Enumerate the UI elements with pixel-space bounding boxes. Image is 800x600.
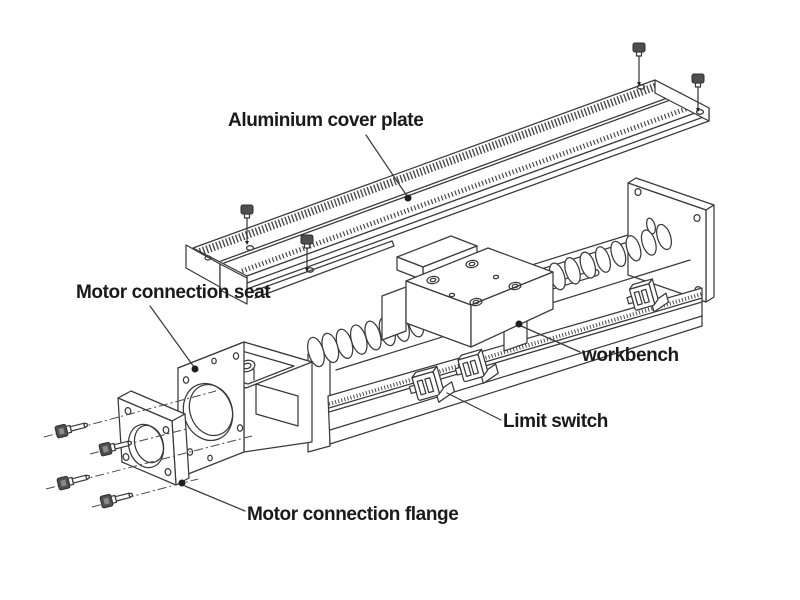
cover-screw bbox=[301, 235, 313, 272]
knurled-strip bbox=[242, 103, 702, 271]
cover-screw bbox=[633, 43, 645, 86]
socket-screw bbox=[55, 419, 89, 438]
aluminium-cover-plate bbox=[186, 43, 709, 304]
socket-screw bbox=[100, 489, 134, 508]
knurled-strip bbox=[200, 85, 660, 252]
label-workbench: workbench bbox=[582, 345, 679, 366]
limit-switches bbox=[406, 276, 670, 408]
ball-screw bbox=[305, 223, 675, 369]
label-motor-connection-flange: Motor connection flange bbox=[247, 504, 459, 525]
motor-connection-seat bbox=[176, 342, 312, 478]
leader-limit-switch bbox=[447, 393, 501, 420]
socket-screw bbox=[99, 437, 133, 456]
cover-screw bbox=[241, 205, 253, 245]
base-front-face bbox=[328, 288, 702, 444]
cover-screw bbox=[692, 74, 704, 112]
label-motor-connection-seat: Motor connection seat bbox=[76, 282, 271, 303]
label-aluminium-cover-plate: Aluminium cover plate bbox=[228, 110, 424, 131]
leader-motor-flange bbox=[185, 486, 245, 511]
leader-motor-seat bbox=[150, 306, 194, 367]
socket-screw bbox=[57, 471, 91, 490]
limit-switch-2 bbox=[452, 347, 500, 390]
label-limit-switch: Limit switch bbox=[503, 411, 608, 432]
motor-connection-flange bbox=[118, 391, 189, 485]
limit-switch-3 bbox=[624, 276, 670, 318]
leader-dot bbox=[404, 194, 412, 202]
leader-lines bbox=[150, 135, 580, 511]
workbench-carriage bbox=[382, 236, 553, 347]
limit-switch-1 bbox=[406, 364, 456, 409]
leader-dot bbox=[191, 365, 199, 373]
leader-dot bbox=[515, 320, 523, 328]
leader-dot bbox=[178, 479, 186, 487]
leader-workbench bbox=[521, 326, 580, 352]
leader-cover-plate bbox=[366, 135, 407, 196]
